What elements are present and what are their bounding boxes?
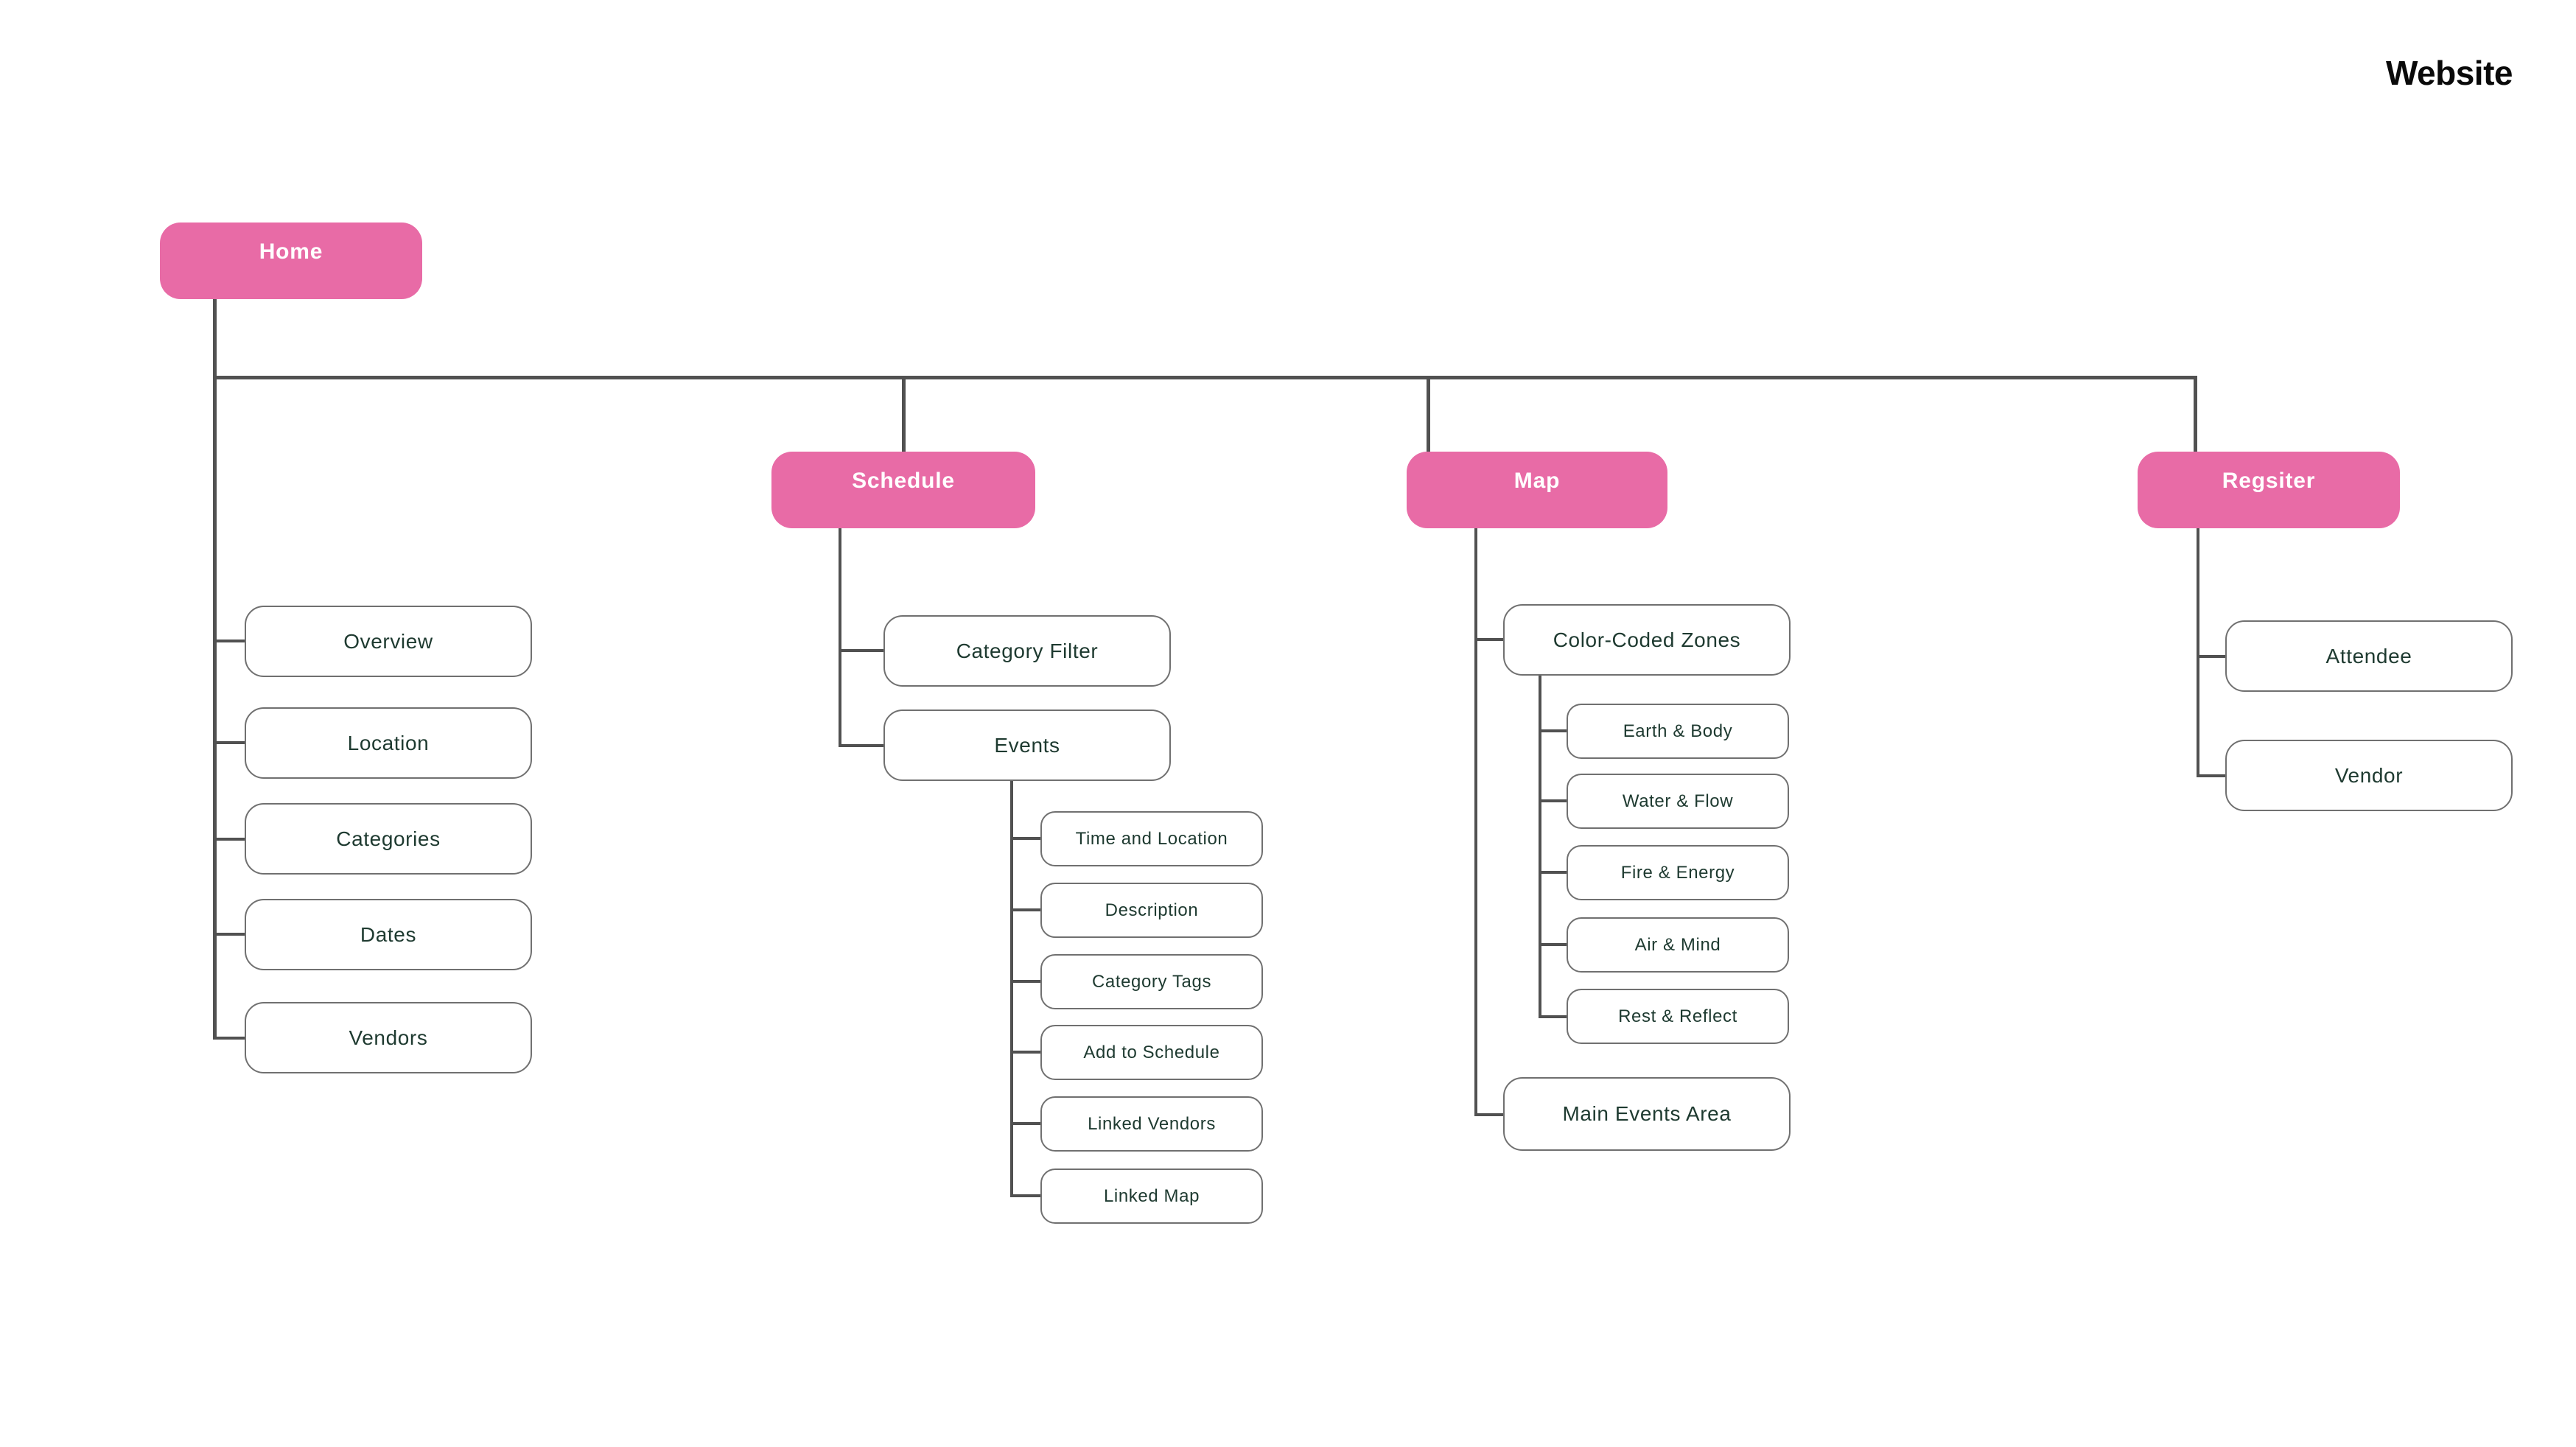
connector-map-drop (1427, 376, 1430, 452)
node-register[interactable]: Regsiter (2138, 452, 2400, 528)
connector-stub-linked-vendors (1010, 1122, 1040, 1125)
node-vendor[interactable]: Vendor (2225, 740, 2513, 811)
website-logo: Website (2385, 54, 2513, 92)
connector-stub-main-events (1474, 1113, 1503, 1116)
connector-stub-events (839, 744, 883, 747)
connector-main-trunk (213, 376, 2197, 379)
node-categories[interactable]: Categories (245, 803, 532, 875)
connector-stub-air-mind (1539, 943, 1567, 946)
connector-stub-description (1010, 908, 1040, 911)
node-air-mind[interactable]: Air & Mind (1567, 917, 1789, 973)
connector-schedule-vertical (839, 528, 841, 747)
connector-stub-vendor (2197, 774, 2225, 777)
node-home[interactable]: Home (160, 223, 422, 299)
node-map[interactable]: Map (1407, 452, 1667, 528)
connector-stub-fire-energy (1539, 871, 1567, 874)
node-linked-vendors[interactable]: Linked Vendors (1040, 1096, 1263, 1152)
node-category-filter[interactable]: Category Filter (883, 615, 1171, 687)
connector-stub-overview (213, 640, 245, 642)
connector-stub-dates (213, 933, 245, 936)
connector-stub-linked-map (1010, 1194, 1040, 1197)
connector-schedule-drop (902, 376, 906, 452)
node-vendors[interactable]: Vendors (245, 1002, 532, 1073)
node-earth-body[interactable]: Earth & Body (1567, 704, 1789, 759)
node-description[interactable]: Description (1040, 883, 1263, 938)
connector-stub-time-location (1010, 837, 1040, 840)
node-schedule[interactable]: Schedule (771, 452, 1035, 528)
connector-stub-add-to-schedule (1010, 1051, 1040, 1054)
connector-stub-vendors (213, 1037, 245, 1040)
connector-register-drop (2194, 376, 2197, 452)
connector-map-vertical (1474, 528, 1477, 1116)
node-time-and-location[interactable]: Time and Location (1040, 811, 1263, 866)
node-events[interactable]: Events (883, 710, 1171, 781)
node-location[interactable]: Location (245, 707, 532, 779)
node-fire-energy[interactable]: Fire & Energy (1567, 845, 1789, 900)
connector-stub-rest-reflect (1539, 1015, 1567, 1018)
connector-stub-category-filter (839, 649, 883, 652)
node-overview[interactable]: Overview (245, 606, 532, 677)
node-water-flow[interactable]: Water & Flow (1567, 774, 1789, 829)
connector-events-vertical (1010, 781, 1013, 1197)
node-color-coded-zones[interactable]: Color-Coded Zones (1503, 604, 1791, 676)
connector-stub-categories (213, 838, 245, 841)
connector-home-drop (213, 299, 217, 377)
node-main-events-area[interactable]: Main Events Area (1503, 1077, 1791, 1151)
node-attendee[interactable]: Attendee (2225, 620, 2513, 692)
node-linked-map[interactable]: Linked Map (1040, 1169, 1263, 1224)
node-rest-reflect[interactable]: Rest & Reflect (1567, 989, 1789, 1044)
connector-stub-attendee (2197, 655, 2225, 658)
connector-register-vertical (2197, 528, 2199, 777)
connector-stub-zones (1474, 638, 1503, 641)
connector-zones-vertical (1539, 676, 1541, 1018)
connector-stub-category-tags (1010, 980, 1040, 983)
node-add-to-schedule[interactable]: Add to Schedule (1040, 1025, 1263, 1080)
connector-left-vertical (213, 376, 217, 1040)
node-dates[interactable]: Dates (245, 899, 532, 970)
connector-stub-earth-body (1539, 729, 1567, 732)
node-category-tags[interactable]: Category Tags (1040, 954, 1263, 1009)
connector-stub-location (213, 741, 245, 744)
connector-stub-water-flow (1539, 799, 1567, 802)
